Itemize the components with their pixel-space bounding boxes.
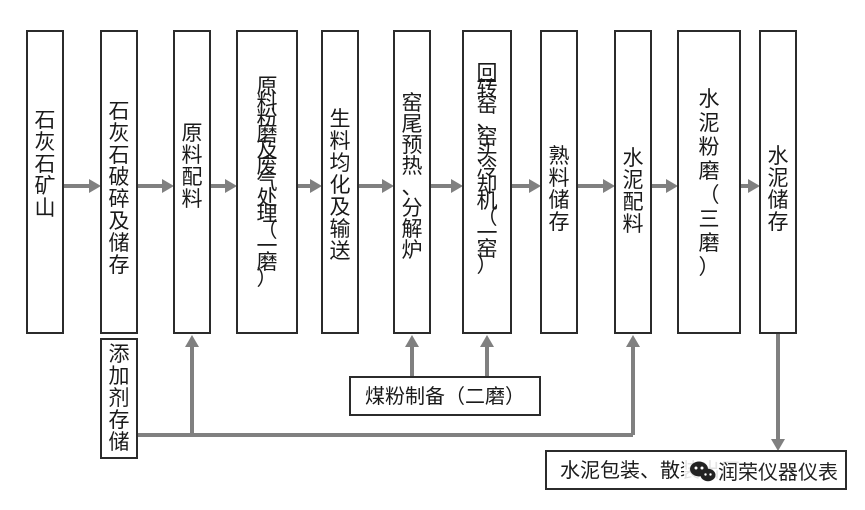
watermark-label: 润荣仪器仪表 — [718, 460, 838, 484]
coal-preparation: 煤粉制备（二磨） — [349, 376, 541, 416]
step-label: 窑尾预热、分解炉 — [402, 91, 423, 262]
step-kiln-tail-preheating: 窑尾预热、分解炉 — [393, 30, 431, 334]
step-limestone-crushing-storage: 石灰石破碎及储存 — [100, 30, 138, 334]
arrow-head — [666, 179, 678, 193]
step-label: 石灰石矿山 — [35, 108, 56, 220]
arrow-head — [480, 335, 494, 347]
step-cement-grinding: 水泥粉磨（三磨） — [677, 30, 741, 334]
step-box — [100, 30, 138, 334]
step-box — [321, 30, 359, 334]
coal-preparation-box — [349, 376, 541, 416]
step-box — [614, 30, 652, 334]
step-cement-storage: 水泥储存 — [759, 30, 797, 334]
step-label: 水泥粉磨（三磨） — [699, 87, 720, 279]
watermark: 润荣仪器仪表 — [684, 455, 844, 487]
arrow-head — [225, 179, 237, 193]
additive-storage: 添加剂存储 — [100, 338, 138, 459]
arrow-head — [451, 179, 463, 193]
step-box — [540, 30, 578, 334]
step-label: 生料均化及输送 — [330, 107, 351, 263]
step-label: 原料配料 — [182, 121, 203, 211]
step-clinker-storage: 熟料储存 — [540, 30, 578, 334]
arrow-head — [626, 335, 640, 347]
process-steps: 石灰石矿山 石灰石破碎及储存 原料配料 原料粉磨及废气处理（一磨） 生料均化及输… — [26, 30, 797, 334]
step-cement-batching: 水泥配料 — [614, 30, 652, 334]
arrow-head — [310, 179, 322, 193]
arrow-head — [529, 179, 541, 193]
step-box — [26, 30, 64, 334]
step-box — [462, 30, 512, 334]
step-label: 石灰石破碎及储存 — [109, 99, 130, 277]
arrow-head — [185, 335, 199, 347]
flow-arrows — [63, 179, 785, 451]
additive-storage-box — [100, 338, 138, 459]
arrow-head — [405, 335, 419, 347]
step-raw-meal-homogenization: 生料均化及输送 — [321, 30, 359, 334]
step-raw-material-batching: 原料配料 — [173, 30, 211, 334]
step-box — [393, 30, 431, 334]
step-label: 水泥配料 — [623, 146, 644, 236]
step-box — [236, 30, 298, 334]
arrow-head — [89, 179, 101, 193]
additive-storage-label: 添加剂存储 — [109, 342, 130, 454]
step-raw-material-grinding: 原料粉磨及废气处理（一磨） — [236, 30, 298, 334]
arrow-head — [603, 179, 615, 193]
coal-preparation-label: 煤粉制备（二磨） — [365, 384, 525, 408]
step-label: 原料粉磨及废气处理（一磨） — [257, 74, 278, 290]
step-box — [173, 30, 211, 334]
step-limestone-mine: 石灰石矿山 — [26, 30, 64, 334]
step-label: 熟料储存 — [549, 144, 570, 234]
wechat-icon — [690, 461, 716, 482]
arrow-head — [771, 439, 785, 451]
step-box — [759, 30, 797, 334]
step-box — [677, 30, 741, 334]
step-label: 回转窑、窑头冷却机（一窑） — [477, 61, 498, 277]
arrow-head — [382, 179, 394, 193]
arrow-head — [162, 179, 174, 193]
step-label: 水泥储存 — [768, 144, 789, 234]
arrow-head — [748, 179, 760, 193]
step-rotary-kiln-cooler: 回转窑、窑头冷却机（一窑） — [462, 30, 512, 334]
